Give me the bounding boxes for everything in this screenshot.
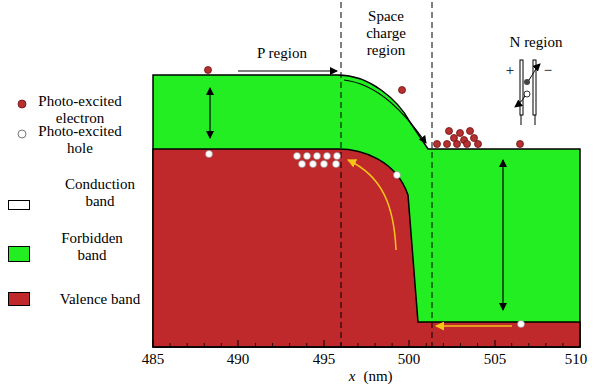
region-boundary xyxy=(432,2,433,347)
polarity-sign: − xyxy=(540,62,556,79)
axis-unit: (nm) xyxy=(358,368,398,385)
legend-text: Conduction band xyxy=(55,176,145,210)
tick-label: 500 xyxy=(389,351,429,368)
legend-text: Valence band xyxy=(50,291,150,308)
hole-drift-arrow xyxy=(436,325,512,327)
drift-arrow xyxy=(238,70,337,71)
region-boundary xyxy=(341,2,342,347)
minor-ticks xyxy=(170,343,563,347)
tick-label: 510 xyxy=(559,351,593,368)
electrode-symbol xyxy=(515,60,540,125)
legend-text: Photo-excited hole xyxy=(30,123,130,157)
legend-text: Forbidden band xyxy=(52,230,132,264)
tick-label: 485 xyxy=(133,351,173,368)
legend-text: Photo-excited electron xyxy=(30,93,130,127)
legend-swatch xyxy=(8,246,30,262)
forbidden-band xyxy=(153,75,580,347)
region-label: Space charge region xyxy=(350,8,422,59)
legend-swatch xyxy=(8,292,30,306)
electrons xyxy=(205,67,524,148)
x-axis xyxy=(153,340,580,347)
tick-label: 495 xyxy=(304,351,344,368)
valence-band xyxy=(153,149,580,347)
tick-label: 505 xyxy=(475,351,515,368)
holes xyxy=(206,151,525,328)
legend-electron-sample xyxy=(18,100,26,108)
bandgap-arrow xyxy=(209,88,210,138)
region-label: P region xyxy=(227,45,337,62)
legend-hole-sample xyxy=(18,130,26,138)
bandgap-arrow xyxy=(502,160,503,310)
hole-drift-arrow xyxy=(348,160,396,250)
polarity-sign: + xyxy=(502,62,518,79)
region-label: N region xyxy=(486,34,586,51)
tick-label: 490 xyxy=(218,351,258,368)
legend-swatch xyxy=(8,200,30,210)
drift-arrow xyxy=(344,80,426,143)
axis-symbol: x xyxy=(345,368,359,385)
